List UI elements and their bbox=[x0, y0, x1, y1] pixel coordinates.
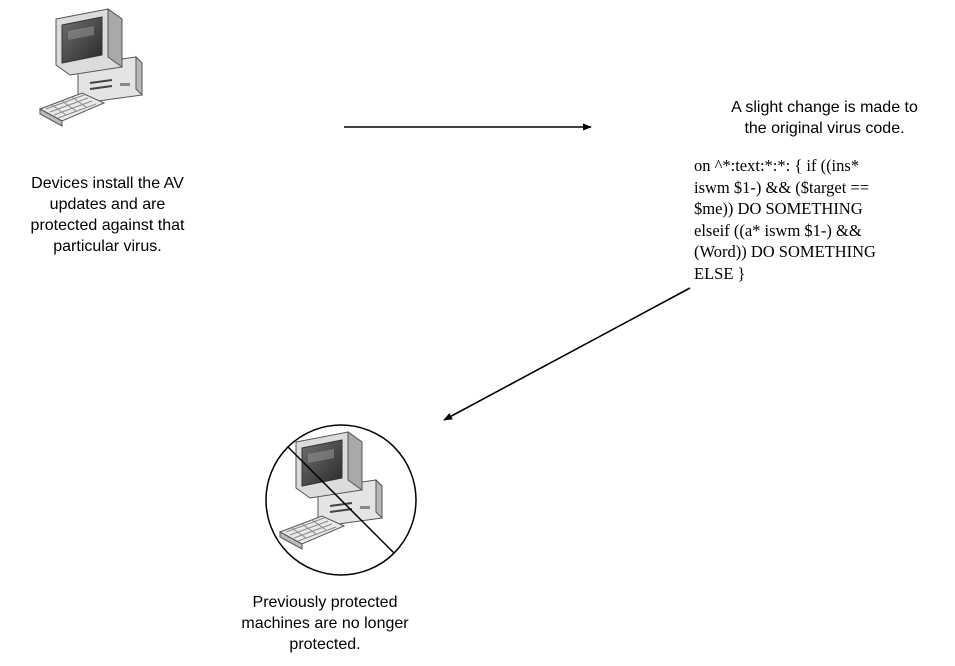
arrow-to-unprotected bbox=[443, 287, 691, 421]
code-line: elseif ((a* iswm $1-) && bbox=[694, 220, 862, 240]
prohibited-circle-icon bbox=[265, 424, 417, 576]
code-line: on ^*:text:*:*: { if ((ins* bbox=[694, 156, 860, 175]
code-line: iswm $1-) && ($target == bbox=[694, 177, 870, 197]
caption-line: protected against that bbox=[30, 217, 185, 234]
caption-line: updates and are bbox=[49, 196, 166, 213]
code-line: (Word)) DO SOMETHING bbox=[694, 242, 876, 261]
caption-line: protected. bbox=[289, 636, 361, 653]
caption-line: machines are no longer bbox=[241, 615, 409, 632]
caption-line: Devices install the AV bbox=[31, 175, 184, 192]
caption-line: Previously protected bbox=[252, 594, 398, 611]
caption-code-change: A slight change is made to the original … bbox=[694, 97, 955, 139]
caption-devices-protected: Devices install the AV updates and are p… bbox=[0, 173, 215, 257]
caption-line: particular virus. bbox=[53, 238, 162, 255]
caption-line: A slight change is made to bbox=[731, 99, 918, 116]
virus-code-snippet: on ^*:text:*:*: { if ((ins* iswm $1-) &&… bbox=[694, 155, 955, 284]
code-line: ELSE } bbox=[694, 263, 746, 283]
desktop-computer-icon bbox=[39, 8, 143, 127]
caption-line: the original virus code. bbox=[744, 120, 905, 137]
caption-no-longer-protected: Previously protected machines are no lon… bbox=[214, 592, 436, 655]
code-line: $me)) DO SOMETHING bbox=[694, 199, 863, 218]
